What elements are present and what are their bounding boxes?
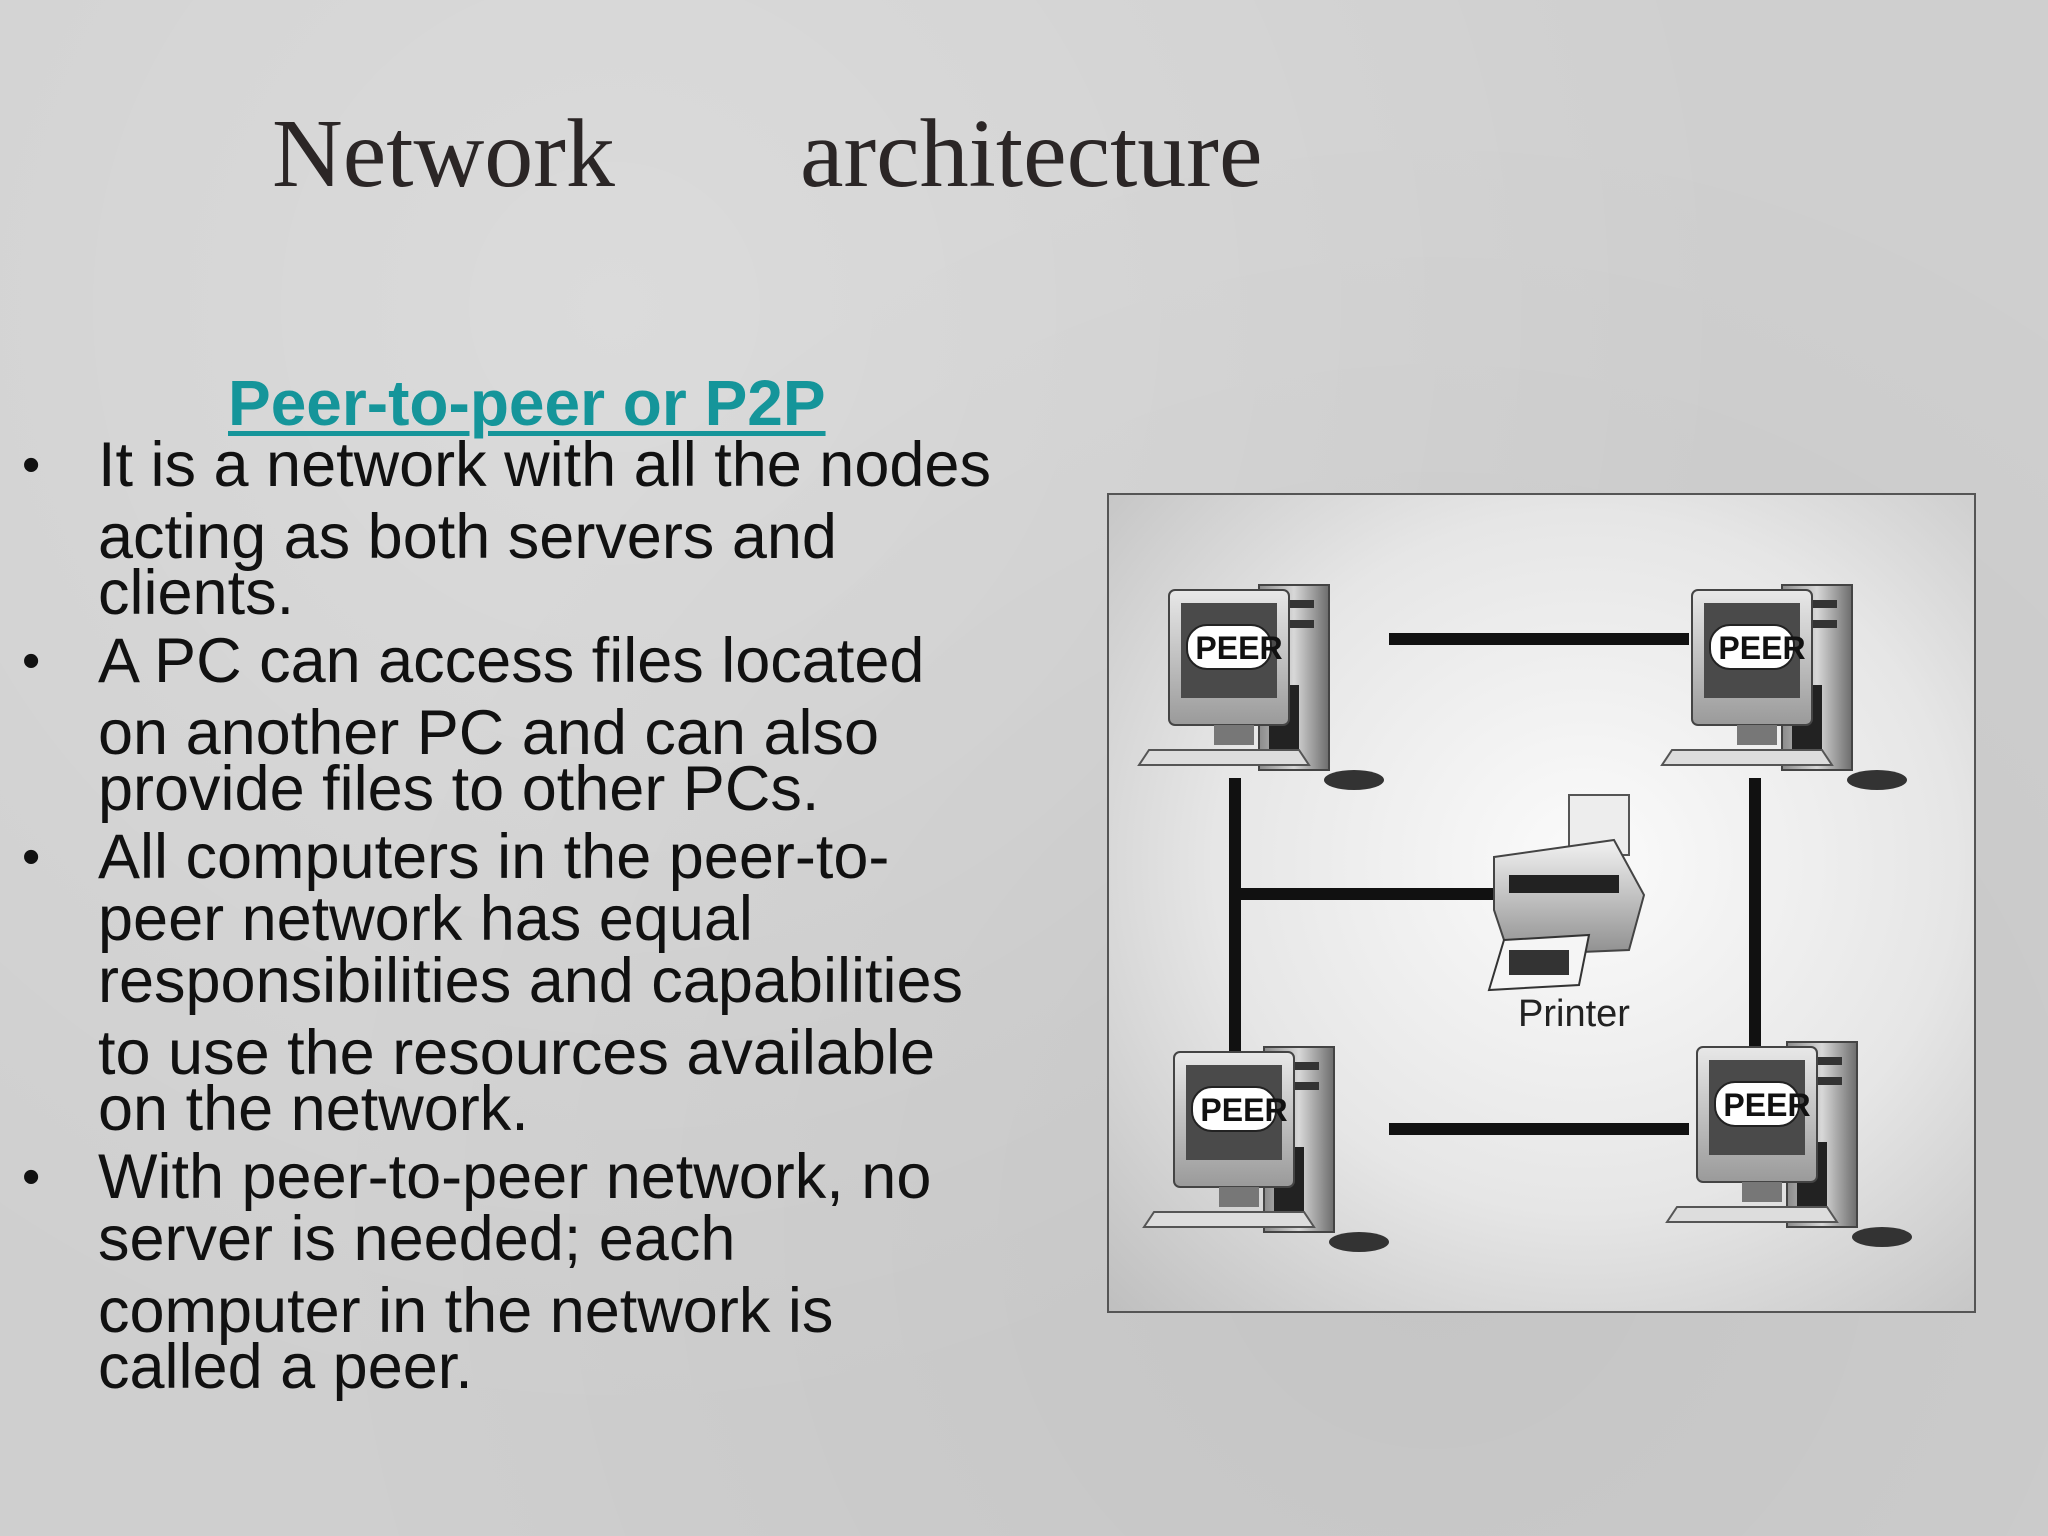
network-diagram: PEER PEER PEER PEER [1137,584,1913,1253]
printer-label: Printer [1518,993,1630,1035]
bullet-line: to use the resources available [98,1018,935,1088]
cable-right [1749,778,1761,1078]
section-heading: Peer-to-peer or P2P [228,367,826,439]
bullet-line: All computers in the peer-to- [98,822,890,892]
bullet-line: computer in the network is [98,1276,834,1346]
bullet-list: • It is a network with all the nodes act… [0,434,1085,1404]
bullet-item: • With peer-to-peer network, no server i… [0,1142,1085,1402]
bullet-item: • All computers in the peer-to- peer net… [0,822,1085,1144]
slide-title-word-network: Network [272,100,615,208]
bullet-marker: • [22,1148,41,1206]
bullet-line: A PC can access files located [98,626,925,696]
peer-computer [1137,584,1384,790]
bullet-line: With peer-to-peer network, no [98,1142,932,1212]
bullet-line: responsibilities and capabilities [98,946,963,1016]
bullet-marker: • [22,828,41,886]
bullet-item: • A PC can access files located on anoth… [0,626,1085,824]
cable-printer [1241,888,1496,900]
printer-icon [1487,794,1646,992]
bullet-marker: • [22,632,41,690]
cable-top [1389,633,1689,645]
peer-label: PEER [1723,1087,1810,1123]
slide-title-word-architecture: architecture [800,100,1263,208]
peer-label: PEER [1200,1092,1287,1128]
bullet-line: It is a network with all the nodes [98,430,991,500]
bullet-line: clients. [98,558,295,628]
bullet-line: peer network has equal [98,884,753,954]
bullet-line: server is needed; each [98,1204,736,1274]
bullet-line: on another PC and can also [98,698,880,768]
peer-label: PEER [1195,630,1282,666]
bullet-line: on the network. [98,1074,529,1144]
bullet-line: acting as both servers and [98,502,837,572]
bullet-marker: • [22,436,41,494]
cable-left [1229,778,1241,1078]
network-cables [1229,633,1761,1135]
bullet-line: called a peer. [98,1332,473,1402]
p2p-network-figure: PEER PEER PEER PEER Printer [1107,493,1976,1313]
bullet-item: • It is a network with all the nodes act… [0,430,1085,628]
cable-bottom [1389,1123,1689,1135]
bullet-line: provide files to other PCs. [98,754,820,824]
peer-label: PEER [1718,630,1805,666]
